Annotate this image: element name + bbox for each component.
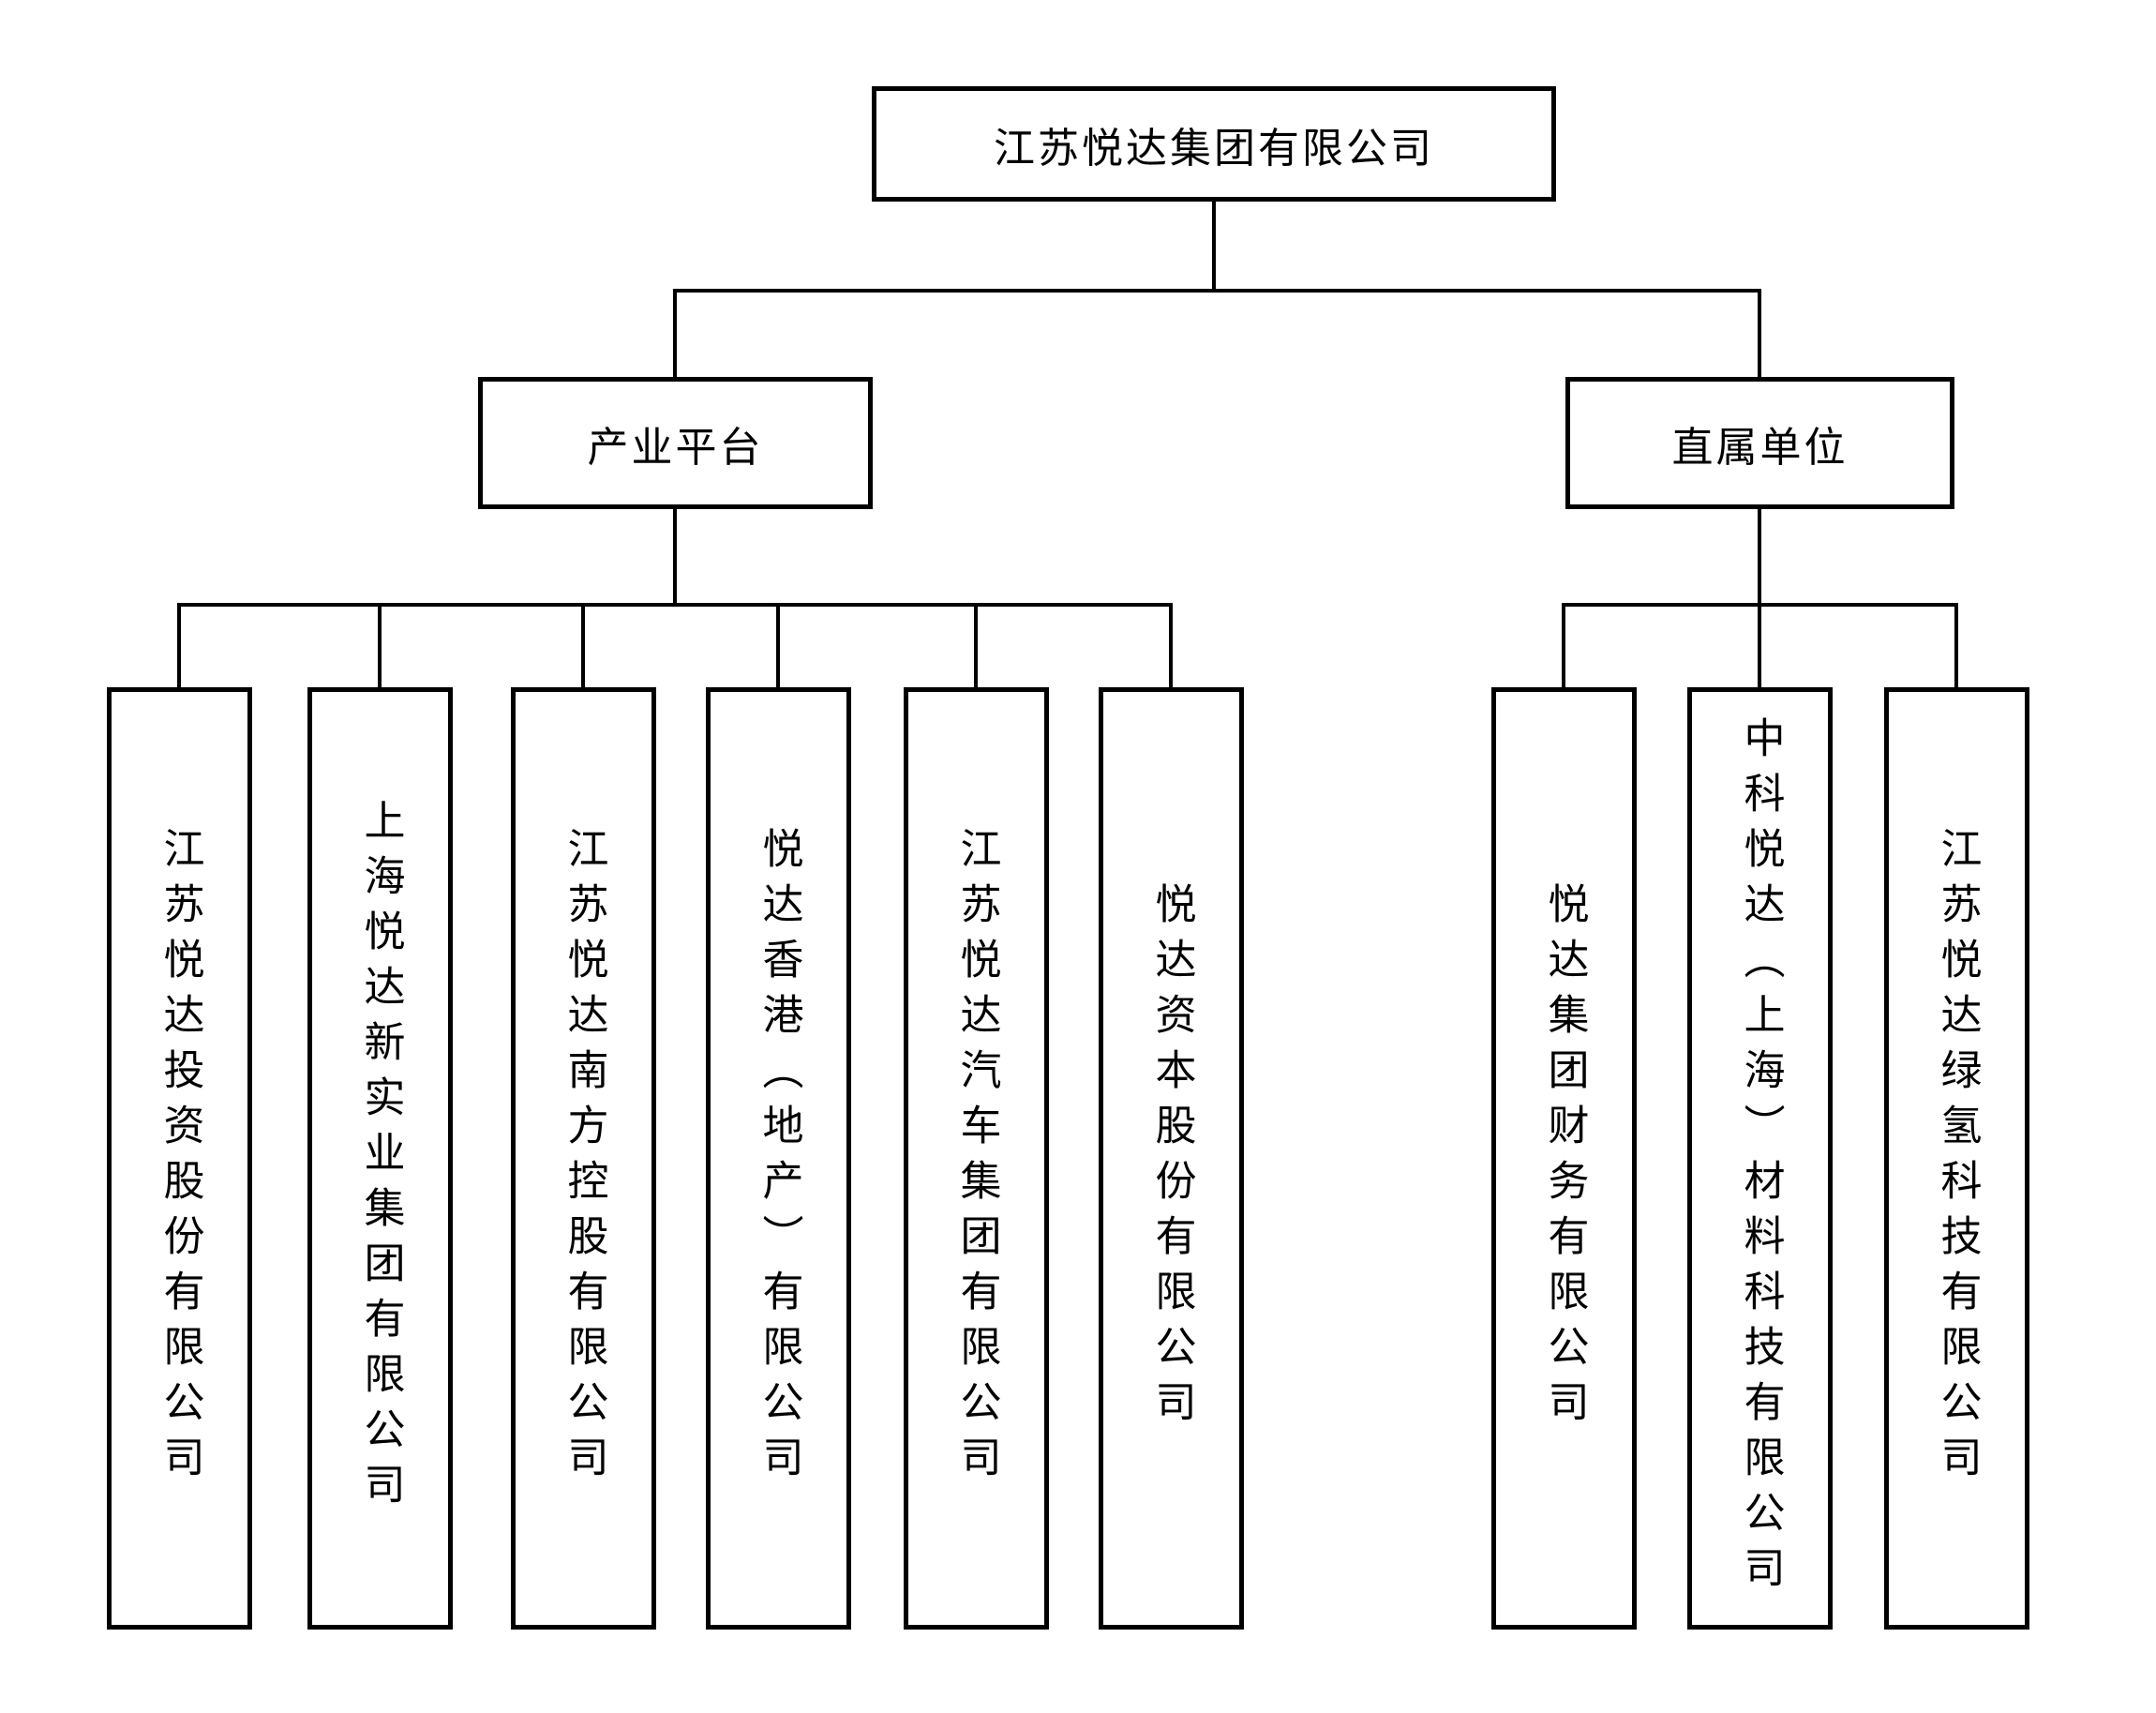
leaf-label: 中科悦达（上海）材料科技有限公司 (1737, 715, 1784, 1601)
leaf-label: 悦达集团财务有限公司 (1541, 881, 1588, 1435)
connector-direct-drop-out (1758, 509, 1761, 607)
connector-stub-7 (1562, 603, 1565, 687)
connector-stub-2 (378, 603, 382, 687)
branch-box-direct-units: 直属单位 (1565, 377, 1954, 509)
org-root-label: 江苏悦达集团有限公司 (994, 125, 1434, 172)
leaf-box-zhongke-yueda-shanghai-materials: 中科悦达（上海）材料科技有限公司 (1687, 687, 1833, 1630)
connector-industry-drop-out (673, 509, 677, 607)
leaf-box-yueda-group-finance: 悦达集团财务有限公司 (1491, 687, 1637, 1630)
leaf-box-jiangsu-yueda-auto-group: 江苏悦达汽车集团有限公司 (904, 687, 1049, 1630)
connector-stub-8 (1758, 603, 1761, 687)
org-root-box: 江苏悦达集团有限公司 (872, 86, 1556, 202)
leaf-label: 上海悦达新实业集团有限公司 (357, 799, 404, 1518)
leaf-box-shanghai-yueda-new-industry: 上海悦达新实业集团有限公司 (307, 687, 453, 1630)
leaf-box-yueda-hongkong-real-estate: 悦达香港（地产）有限公司 (706, 687, 851, 1630)
connector-stub-9 (1954, 603, 1958, 687)
leaf-label: 江苏悦达投资股份有限公司 (157, 826, 203, 1491)
connector-direct-drop-in (1758, 289, 1761, 377)
connector-stub-5 (974, 603, 978, 687)
leaf-label: 江苏悦达汽车集团有限公司 (953, 826, 1000, 1491)
branch-box-industry-platform: 产业平台 (478, 377, 873, 509)
connector-stub-6 (1169, 603, 1173, 687)
connector-stub-4 (776, 603, 780, 687)
leaf-label: 江苏悦达南方控股有限公司 (561, 826, 607, 1491)
connector-root-drop (1212, 202, 1216, 293)
leaf-label: 悦达香港（地产）有限公司 (756, 826, 802, 1491)
connector-level1-rail (673, 289, 1761, 293)
leaf-box-yueda-capital: 悦达资本股份有限公司 (1099, 687, 1244, 1630)
leaf-label: 江苏悦达绿氢科技有限公司 (1934, 826, 1981, 1491)
leaf-box-jiangsu-yueda-investment: 江苏悦达投资股份有限公司 (107, 687, 252, 1630)
branch-direct-units-label: 直属单位 (1671, 424, 1849, 471)
connector-industry-rail (177, 603, 1173, 607)
leaf-box-jiangsu-yueda-green-hydrogen: 江苏悦达绿氢科技有限公司 (1884, 687, 2029, 1630)
leaf-label: 悦达资本股份有限公司 (1148, 881, 1195, 1435)
connector-industry-drop-in (673, 289, 677, 377)
branch-industry-platform-label: 产业平台 (587, 424, 764, 471)
connector-stub-1 (177, 603, 181, 687)
connector-stub-3 (581, 603, 585, 687)
leaf-box-jiangsu-yueda-southern-holdings: 江苏悦达南方控股有限公司 (511, 687, 656, 1630)
